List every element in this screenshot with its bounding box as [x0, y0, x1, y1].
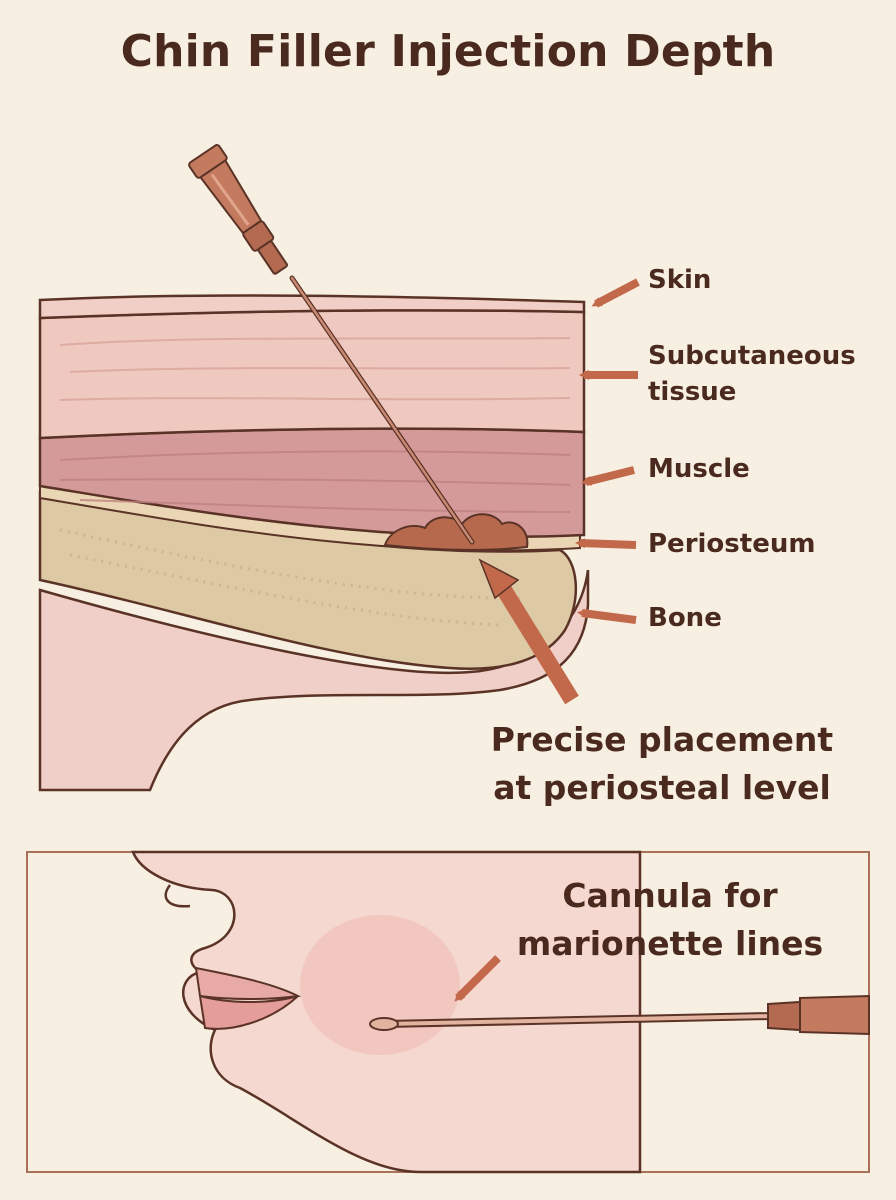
page-title: Chin Filler Injection Depth: [120, 26, 776, 77]
chin-silhouette: [38, 569, 590, 792]
filler-deposit: [383, 513, 529, 551]
muscle-arrow: [581, 466, 635, 486]
subcutaneous-layer: [38, 309, 586, 440]
label-bone: Bone: [648, 603, 722, 633]
placement-arrow: [491, 575, 579, 705]
placement-callout: Precise placement at periosteal level: [452, 716, 872, 812]
placement-callout-line2: at periosteal level: [493, 768, 831, 807]
label-periosteum: Periosteum: [648, 529, 816, 559]
inset-caption-line1: Cannula for: [562, 876, 778, 915]
cannula: [369, 994, 870, 1036]
periosteum-arrow: [575, 538, 637, 549]
bone-texture: [59, 528, 521, 627]
label-skin: Skin: [648, 265, 712, 295]
label-subcutaneous-line2: tissue: [648, 377, 737, 407]
inset-caption: Cannula for marionette lines: [480, 872, 860, 968]
subcutaneous-texture: [59, 337, 571, 401]
placement-callout-line1: Precise placement: [490, 720, 834, 759]
placement-arrowhead: [478, 558, 520, 600]
inset-caption-line2: marionette lines: [516, 924, 824, 963]
bone-arrow: [577, 608, 637, 624]
label-muscle: Muscle: [648, 454, 750, 484]
needle: [188, 144, 475, 545]
cannula-arrow: [454, 955, 501, 1002]
skin-arrow: [591, 278, 640, 308]
muscle-fibers: [59, 450, 571, 513]
label-subcutaneous-line1: Subcutaneous: [648, 341, 856, 371]
